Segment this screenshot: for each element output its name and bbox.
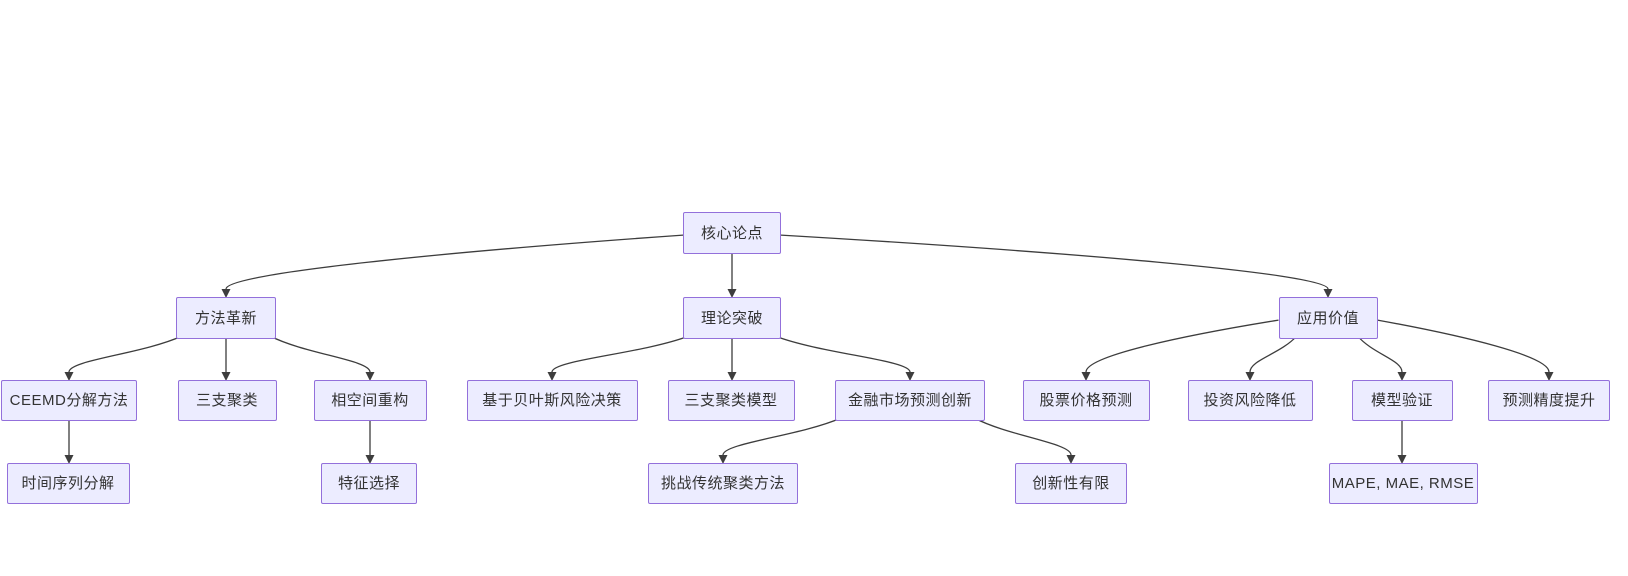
node-stock: 股票价格预测 xyxy=(1022,380,1150,421)
edge-application-to-risk xyxy=(1245,335,1298,381)
node-bayes: 基于贝叶斯风险决策 xyxy=(466,380,638,421)
edge-application-to-stock xyxy=(1081,319,1279,381)
node-twc-model: 三支聚类模型 xyxy=(667,380,795,421)
node-ceemd: CEEMD分解方法 xyxy=(1,380,137,421)
node-fin-innov: 金融市场预测创新 xyxy=(835,380,985,421)
edge-core-to-method xyxy=(221,234,684,298)
edge-method-to-phase xyxy=(269,335,375,381)
edge-fin-innov-to-limited xyxy=(974,417,1076,464)
node-accuracy: 预测精度提升 xyxy=(1488,380,1610,421)
node-validation: 模型验证 xyxy=(1351,380,1453,421)
edge-application-to-validation xyxy=(1357,335,1407,381)
node-limited: 创新性有限 xyxy=(1015,463,1127,504)
node-challenge: 挑战传统聚类方法 xyxy=(648,463,798,504)
node-risk: 投资风险降低 xyxy=(1187,380,1313,421)
edge-fin-innov-to-challenge xyxy=(718,417,842,464)
edges-group xyxy=(64,234,1554,464)
node-theory: 理论突破 xyxy=(683,297,781,339)
edge-theory-to-bayes xyxy=(547,335,690,381)
node-method: 方法革新 xyxy=(176,297,276,339)
node-three-way: 三支聚类 xyxy=(177,380,277,421)
edge-method-to-ceemd xyxy=(64,335,183,381)
node-ts-decomp: 时间序列分解 xyxy=(6,463,130,504)
node-metrics: MAPE, MAE, RMSE xyxy=(1328,463,1478,504)
node-feature: 特征选择 xyxy=(321,463,417,504)
edge-application-to-accuracy xyxy=(1377,319,1554,381)
edge-core-to-application xyxy=(780,234,1333,298)
edge-theory-to-fin-innov xyxy=(774,335,915,381)
node-core: 核心论点 xyxy=(683,212,781,254)
node-application: 应用价值 xyxy=(1278,297,1378,339)
node-phase: 相空间重构 xyxy=(313,380,427,421)
